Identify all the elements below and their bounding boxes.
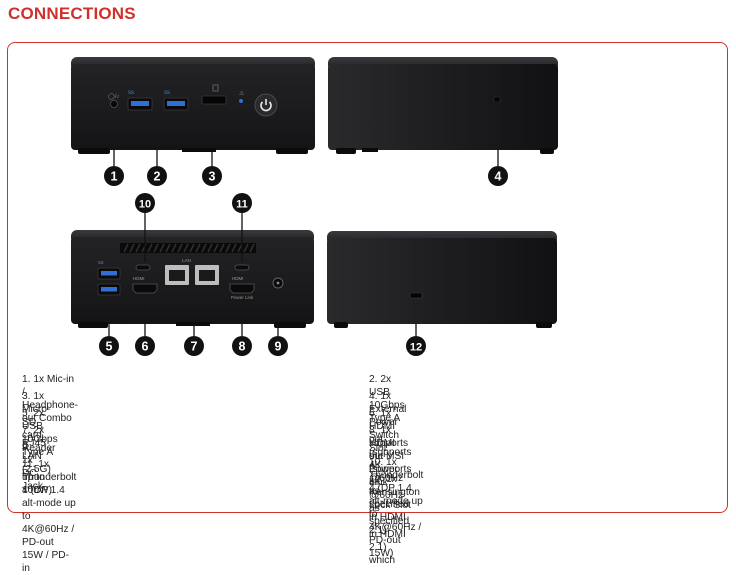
callout-8: 8 [232,336,252,356]
vent-grille [120,243,256,253]
hdmi-port-icon [132,283,158,294]
device-side-view [328,57,558,154]
callout-12: 12 [406,336,426,356]
list-item: 7. 2x RJ45 LAN (2.5G) [22,425,51,475]
hdmi-port-icon [229,283,255,294]
svg-text:3: 3 [209,170,216,184]
svg-text:2: 2 [154,170,161,184]
list-item: 5. 2x USB 10Gbps Type A [22,408,58,458]
svg-text:10: 10 [139,199,151,211]
svg-text:8: 8 [239,340,246,354]
list-item: 4. 1x External Power Switch Slot [369,391,407,454]
thunderbolt-port-icon [234,264,250,271]
svg-text:6: 6 [142,340,149,354]
list-item: 9. 1x DC Jack [22,442,43,492]
callout-1: 1 [104,166,124,186]
callout-3: 3 [202,166,222,186]
list-item: 12. 1x Kensington Lock Slot [369,474,420,511]
svg-text:9: 9 [275,340,282,354]
svg-text:⚠: ⚠ [239,90,245,97]
list-item-continuation: supports the MSI Power Link [369,438,409,488]
audio-jack-icon [110,100,118,108]
list-item: 3. 1x Micro-SD card Reader [22,391,56,454]
list-item-continuation: up to 100W) [22,472,53,496]
callout-9: 9 [268,336,288,356]
lan-label: LAN [182,258,191,263]
svg-text:5: 5 [106,340,113,354]
device-illustrations: ◯/♪ ss ss ⚠ [71,57,558,356]
svg-text:◯/♪: ◯/♪ [108,93,119,100]
thunderbolt-port-icon [135,264,151,271]
svg-text:7: 7 [191,340,198,354]
usb-label: ss [164,90,170,96]
page-title: CONNECTIONS [8,4,136,23]
device-side-view-2 [327,231,557,328]
leader-lines [108,150,499,336]
usb-label: ss [128,90,134,96]
callout-11: 11 [232,193,252,213]
device-front-view: ◯/♪ ss ss ⚠ [71,57,315,154]
callout-4: 4 [488,166,508,186]
callout-10: 10 [135,193,155,213]
sd-card-slot-icon [201,95,227,105]
callout-6: 6 [135,336,155,356]
hdmi-label: HDMI [133,276,145,281]
svg-text:11: 11 [236,199,248,211]
callouts: 1 2 3 4 10 11 5 6 7 8 9 12 [99,166,508,356]
svg-text:4: 4 [495,170,502,184]
svg-text:12: 12 [410,342,422,354]
content-frame [7,42,728,513]
power-link-label: Power Link [231,295,254,300]
list-item: 2. 2x USB 10Gbps Type A [369,374,405,424]
callout-2: 2 [147,166,167,186]
svg-text:1: 1 [111,170,118,184]
kensington-lock-icon [409,292,423,299]
callout-7: 7 [184,336,204,356]
device-rear-view: ss HDMI LAN HDMI Power Link [71,230,314,328]
power-switch-slot-icon [493,96,501,103]
list-item: 1. 1x Mic-in / Headphone-out Combo [22,374,79,424]
usb-label: ss [98,260,104,266]
callout-5: 5 [99,336,119,356]
hdmi-label: HDMI [232,276,244,281]
